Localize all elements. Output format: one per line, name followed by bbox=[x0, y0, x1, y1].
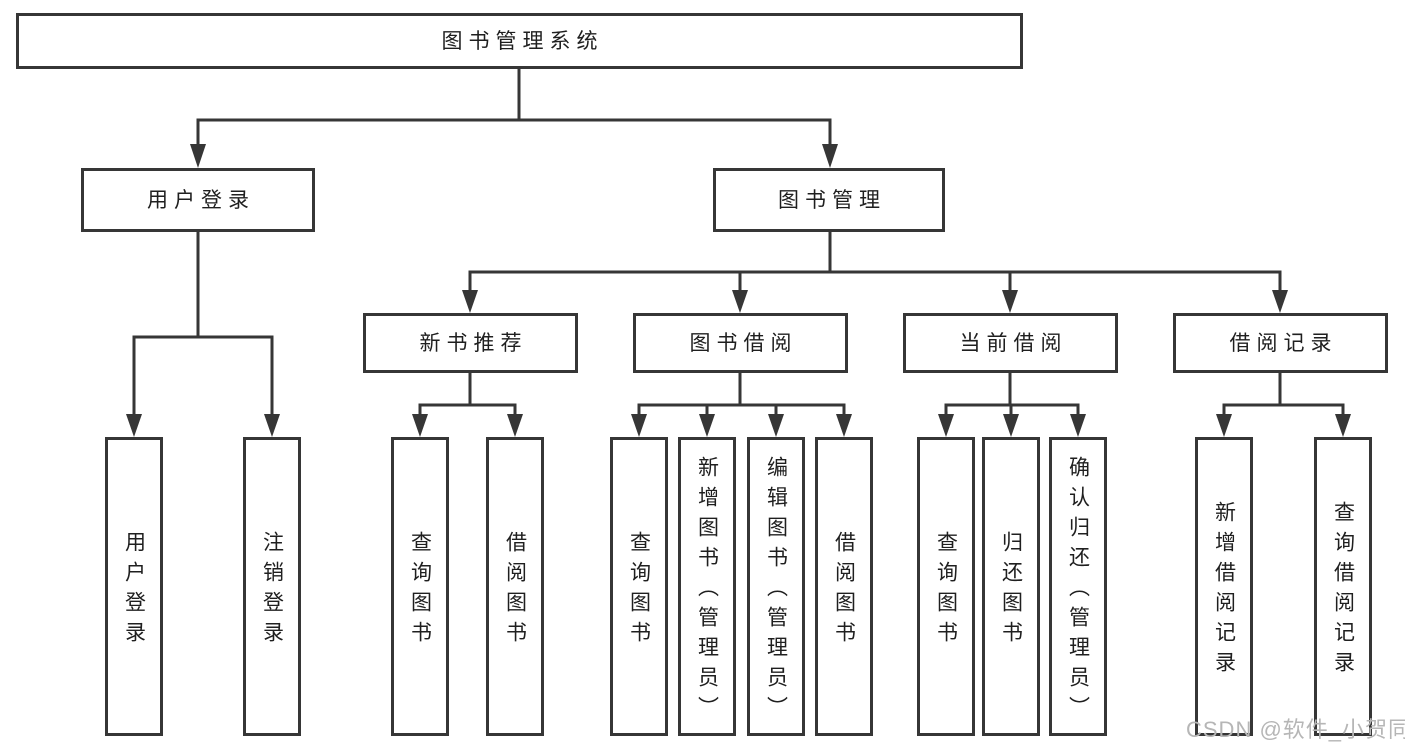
csdn-watermark: CSDN @软件_小贺同学 bbox=[1186, 717, 1405, 742]
node-label: 借阅图书 bbox=[503, 531, 527, 651]
leaf-records-query-record: 查询借阅记录 bbox=[1314, 437, 1372, 736]
node-label: 图书借阅 bbox=[689, 331, 798, 355]
leaf-user-login: 用户登录 bbox=[105, 437, 163, 736]
leaf-current-return-books: 归还图书 bbox=[982, 437, 1040, 736]
node-label: 编辑图书（管理员） bbox=[764, 456, 788, 726]
node-label: 新增借阅记录 bbox=[1212, 501, 1236, 681]
node-label: 借阅图书 bbox=[832, 531, 856, 651]
node-label: 归还图书 bbox=[999, 531, 1023, 651]
node-label: 图书管理 bbox=[778, 188, 886, 212]
node-current-borrow: 当前借阅 bbox=[903, 313, 1118, 373]
node-book-management: 图书管理 bbox=[713, 168, 945, 232]
node-label: 图书管理系统 bbox=[441, 29, 604, 53]
leaf-borrow-add-books-admin: 新增图书（管理员） bbox=[678, 437, 736, 736]
node-borrow-records: 借阅记录 bbox=[1173, 313, 1388, 373]
node-label: 新增图书（管理员） bbox=[695, 456, 719, 726]
node-label: 借阅记录 bbox=[1229, 331, 1338, 355]
leaf-borrow-borrow-books: 借阅图书 bbox=[815, 437, 873, 736]
leaf-borrow-edit-books-admin: 编辑图书（管理员） bbox=[747, 437, 805, 736]
node-label: 查询图书 bbox=[408, 531, 432, 651]
node-label: 用户登录 bbox=[122, 531, 146, 651]
node-root-library-system: 图书管理系统 bbox=[16, 13, 1023, 69]
node-label: 查询借阅记录 bbox=[1331, 501, 1355, 681]
leaf-logout-login: 注销登录 bbox=[243, 437, 301, 736]
node-label: 当前借阅 bbox=[959, 331, 1068, 355]
leaf-current-confirm-return-admin: 确认归还（管理员） bbox=[1049, 437, 1107, 736]
leaf-current-query-books: 查询图书 bbox=[917, 437, 975, 736]
node-label: 注销登录 bbox=[260, 531, 284, 651]
node-label: 确认归还（管理员） bbox=[1066, 456, 1090, 726]
node-label: 查询图书 bbox=[934, 531, 958, 651]
node-new-book-recommend: 新书推荐 bbox=[363, 313, 578, 373]
node-book-borrow: 图书借阅 bbox=[633, 313, 848, 373]
leaf-borrow-query-books: 查询图书 bbox=[610, 437, 668, 736]
node-label: 用户登录 bbox=[147, 188, 255, 212]
leaf-recommend-query-books: 查询图书 bbox=[391, 437, 449, 736]
node-label: 新书推荐 bbox=[419, 331, 528, 355]
node-label: 查询图书 bbox=[627, 531, 651, 651]
node-user-login: 用户登录 bbox=[81, 168, 315, 232]
leaf-records-add-record: 新增借阅记录 bbox=[1195, 437, 1253, 736]
leaf-recommend-borrow-books: 借阅图书 bbox=[486, 437, 544, 736]
